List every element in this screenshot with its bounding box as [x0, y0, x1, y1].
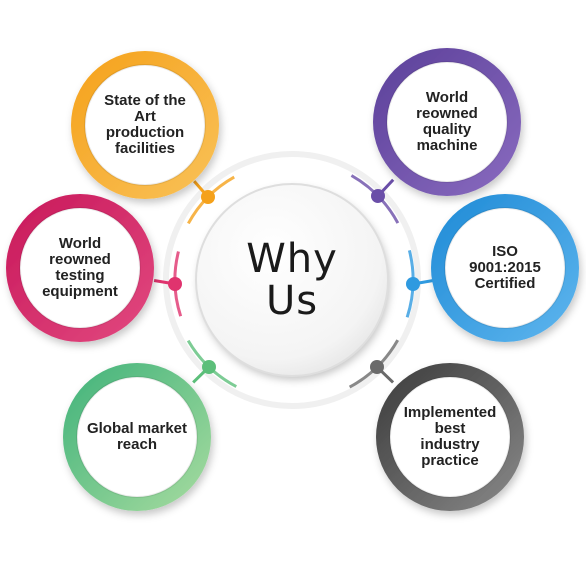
ring-inner-disc	[387, 62, 507, 182]
center-title: Why Us	[212, 230, 372, 330]
item-label-line: facilities	[114, 140, 176, 157]
center-title-line2: Us	[265, 278, 319, 324]
item-ring-6	[376, 363, 524, 511]
center-title-line1: Why	[246, 236, 338, 282]
item-ring-1	[71, 51, 219, 199]
connector-dot	[168, 277, 182, 291]
item-label-line: World	[425, 89, 469, 106]
item-label-line: Global market	[86, 420, 188, 437]
connector-dot	[202, 360, 216, 374]
item-label-line: production	[105, 124, 185, 141]
item-label-line: 9001:2015	[469, 259, 541, 276]
item-label-line: State of the	[104, 92, 186, 109]
item-label-line: reach	[116, 436, 157, 453]
connector-dot	[370, 360, 384, 374]
center-disc	[196, 184, 388, 376]
item-label-line: testing	[55, 267, 105, 284]
item-label-line: Art	[134, 108, 156, 125]
connector-dot	[201, 190, 215, 204]
connector-dot	[371, 189, 385, 203]
ring-inner-disc	[20, 208, 140, 328]
item-ring-5	[63, 363, 211, 511]
item-label-line: quality	[422, 121, 472, 138]
ring-inner-border	[389, 376, 511, 498]
ring-inner-border	[386, 61, 508, 183]
ring-inner-border	[84, 64, 206, 186]
item-ring-2	[373, 48, 521, 196]
item-label-line: World	[58, 235, 102, 252]
item-label-line: reowned	[49, 251, 111, 268]
item-ring-4	[431, 194, 579, 342]
item-label-line: equipment	[42, 283, 118, 300]
item-label-line: practice	[421, 452, 479, 469]
item-rings	[6, 48, 579, 511]
item-label-line: industry	[420, 436, 480, 453]
center-circle	[195, 183, 389, 377]
item-label-line: machine	[416, 137, 478, 154]
ring-inner-border	[444, 207, 566, 329]
item-ring-3	[6, 194, 154, 342]
ring-inner-disc	[445, 208, 565, 328]
ring-inner-disc	[77, 377, 197, 497]
connector-lines	[153, 151, 434, 409]
item-label-line: Certified	[474, 275, 536, 292]
item-label-line: best	[434, 420, 466, 437]
ring-inner-border	[76, 376, 198, 498]
ring-inner-disc	[390, 377, 510, 497]
item-label-line: reowned	[416, 105, 478, 122]
item-label-line: Implemented	[403, 404, 497, 421]
item-label-line: ISO	[492, 243, 518, 260]
center-disc-border	[195, 183, 389, 377]
connector-dot	[406, 277, 420, 291]
ring-inner-disc	[85, 65, 205, 185]
ring-inner-border	[19, 207, 141, 329]
